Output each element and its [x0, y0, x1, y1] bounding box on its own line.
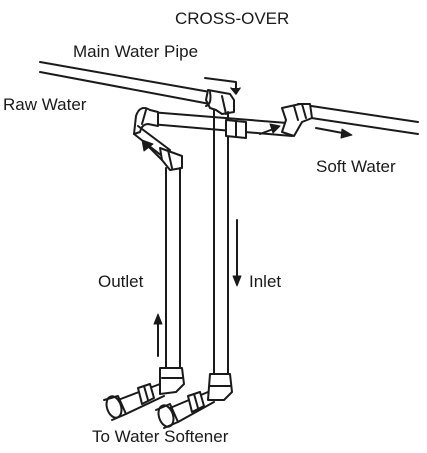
inlet-label: Inlet: [249, 272, 282, 291]
outlet-angled-section: [133, 125, 183, 171]
flow-arrow-outlet-upper: [141, 139, 163, 161]
flow-arrow-crossover-right: [259, 123, 281, 135]
inlet-bottom-elbow: [155, 373, 233, 429]
diagram-title: CROSS-OVER: [175, 9, 290, 28]
inlet-riser-pipe: [213, 109, 229, 377]
flow-arrow-main-to-elbow: [204, 77, 241, 95]
soft-water-label: Soft Water: [316, 157, 396, 176]
flow-arrow-soft-water: [315, 127, 353, 139]
raw-water-label: Raw Water: [3, 95, 87, 114]
top-elbow-fitting: [205, 89, 235, 115]
outlet-top-elbow: [133, 107, 159, 135]
outlet-label: Outlet: [98, 272, 144, 291]
outlet-riser-pipe: [165, 167, 181, 371]
inlet-tee-fitting: [225, 119, 247, 139]
outlet-bottom-elbow: [103, 367, 185, 421]
main-water-pipe: [39, 61, 211, 105]
main-water-pipe-label: Main Water Pipe: [73, 42, 199, 61]
crossover-horizontal-pipe: [149, 111, 301, 137]
to-water-softener-label: To Water Softener: [92, 427, 229, 446]
flow-arrow-outlet-up: [153, 313, 163, 357]
flow-arrow-inlet-down: [232, 219, 242, 287]
main-water-pipe-right: [297, 103, 419, 135]
soft-water-elbow: [281, 103, 313, 137]
